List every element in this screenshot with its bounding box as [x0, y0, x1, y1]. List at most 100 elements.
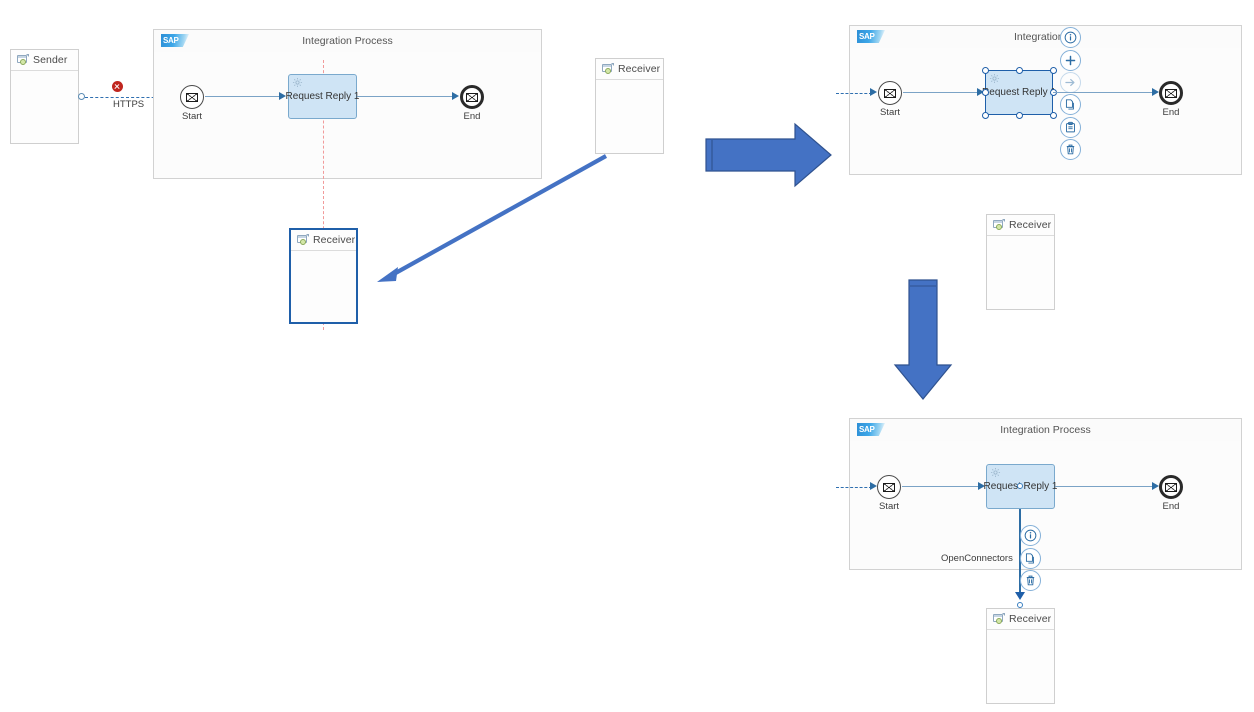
arrow-right-icon[interactable]: [1060, 72, 1081, 93]
message-end-event-icon: [466, 92, 478, 102]
request-reply-task-2[interactable]: Request Reply 1: [982, 70, 1056, 115]
receiver-participant-dragged[interactable]: Receiver: [289, 228, 358, 324]
sender-participant[interactable]: Sender: [10, 49, 79, 144]
plus-icon[interactable]: [1060, 50, 1081, 71]
sap-logo: SAP: [857, 423, 885, 436]
https-connector-label: HTTPS: [113, 99, 145, 110]
message-end-event-icon: [1165, 482, 1177, 492]
resize-handle-n[interactable]: [1016, 67, 1023, 74]
start-event-1[interactable]: [180, 85, 204, 109]
start-event-label-3: Start: [878, 501, 900, 512]
inbound-message-flow-stub-3[interactable]: [836, 487, 872, 488]
resize-handle-s[interactable]: [1016, 112, 1023, 119]
sap-logo-text: SAP: [163, 36, 179, 45]
end-event-label-2: End: [1162, 107, 1180, 118]
sequence-flow-arrowhead-6: [1152, 482, 1159, 490]
message-start-event-icon: [883, 482, 895, 492]
message-end-event-icon: [1165, 88, 1177, 98]
message-start-event-icon: [186, 92, 198, 102]
message-start-event-icon: [884, 88, 896, 98]
receiver-dragged-header: Receiver: [291, 230, 356, 251]
receiver-participant-source[interactable]: Receiver: [595, 58, 664, 154]
process-title-2: Integration Pr: [1013, 31, 1078, 43]
start-event-2[interactable]: [878, 81, 902, 105]
connection-anchor-top[interactable]: [1017, 483, 1023, 489]
participant-icon: [297, 234, 309, 245]
resize-handle-ne[interactable]: [1050, 67, 1057, 74]
request-reply-gear-icon: [292, 77, 303, 88]
receiver-participant-2[interactable]: Receiver: [986, 214, 1055, 310]
sequence-flow-arrowhead-5: [978, 482, 985, 490]
receiver-title-2: Receiver: [1009, 218, 1052, 231]
inbound-message-flow-stub-2[interactable]: [836, 93, 872, 94]
connection-anchor-bottom[interactable]: [1017, 602, 1023, 608]
info-icon[interactable]: [1060, 27, 1081, 48]
sequence-flow-start-task-3[interactable]: [902, 486, 980, 488]
request-reply-gear-icon: [989, 73, 1000, 84]
resize-handle-nw[interactable]: [982, 67, 989, 74]
sequence-flow-start-task-1[interactable]: [205, 96, 280, 98]
sequence-flow-arrowhead-3: [977, 88, 984, 96]
inbound-arrowhead-3: [870, 482, 877, 490]
receiver-dragged-title: Receiver: [313, 233, 356, 246]
paste-icon[interactable]: [1060, 117, 1081, 138]
request-reply-task-1[interactable]: Request Reply 1: [285, 74, 360, 119]
end-event-label-1: End: [463, 111, 481, 122]
process-header-1: SAP Integration Process: [154, 30, 541, 53]
receiver-title-3: Receiver: [1009, 612, 1052, 625]
sequence-flow-task-end-2[interactable]: [1053, 92, 1154, 94]
participant-icon: [993, 613, 1005, 624]
integration-process-pool-2[interactable]: SAP Integration Pr: [849, 25, 1242, 175]
trash-icon[interactable]: [1060, 139, 1081, 160]
copy-icon[interactable]: [1020, 548, 1041, 569]
sequence-flow-task-end-3[interactable]: [1055, 486, 1154, 488]
sap-logo: SAP: [857, 30, 885, 43]
end-event-2[interactable]: [1159, 81, 1183, 105]
trash-icon[interactable]: [1020, 570, 1041, 591]
resize-handle-se[interactable]: [1050, 112, 1057, 119]
receiver-header-3: Receiver: [987, 609, 1054, 630]
participant-icon: [993, 219, 1005, 230]
openconnectors-arrowhead: [1015, 592, 1025, 600]
process-title-1: Integration Process: [302, 35, 393, 47]
resize-handle-w[interactable]: [982, 89, 989, 96]
error-badge-icon[interactable]: [112, 81, 123, 92]
start-event-label-1: Start: [181, 111, 203, 122]
receiver-source-title: Receiver: [618, 62, 661, 75]
info-icon[interactable]: [1020, 525, 1041, 546]
sap-logo: SAP: [161, 34, 189, 47]
sequence-flow-arrowhead-4: [1152, 88, 1159, 96]
sequence-flow-arrowhead-1: [279, 92, 286, 100]
process-title-3: Integration Process: [1000, 424, 1091, 436]
sequence-flow-start-task-2[interactable]: [903, 92, 980, 94]
sender-header: Sender: [11, 50, 78, 71]
request-reply-gear-icon: [990, 467, 1001, 478]
sequence-flow-task-end-1[interactable]: [357, 96, 453, 98]
participant-icon: [602, 63, 614, 74]
end-event-1[interactable]: [460, 85, 484, 109]
copy-icon[interactable]: [1060, 94, 1081, 115]
sap-logo-text: SAP: [859, 425, 875, 434]
process-header-2: SAP Integration Pr: [850, 26, 1241, 49]
arrow-down-step2-to-step3: [893, 279, 953, 400]
alignment-guide-line: [323, 60, 324, 330]
openconnectors-label: OpenConnectors: [941, 553, 1013, 564]
receiver-source-header: Receiver: [596, 59, 663, 80]
start-event-3[interactable]: [877, 475, 901, 499]
request-reply-task-label-2: Request Reply 1: [982, 87, 1056, 98]
request-reply-task-label-1: Request Reply 1: [285, 91, 360, 102]
sap-logo-text: SAP: [859, 32, 875, 41]
message-flow-source-endpoint[interactable]: [78, 93, 85, 100]
openconnectors-message-flow[interactable]: [1019, 509, 1021, 595]
receiver-participant-3[interactable]: Receiver: [986, 608, 1055, 704]
end-event-3[interactable]: [1159, 475, 1183, 499]
sender-title: Sender: [33, 53, 68, 66]
start-event-label-2: Start: [879, 107, 901, 118]
https-message-flow[interactable]: [85, 97, 170, 98]
sequence-flow-arrowhead-2: [452, 92, 459, 100]
receiver-header-2: Receiver: [987, 215, 1054, 236]
process-header-3: SAP Integration Process: [850, 419, 1241, 442]
resize-handle-sw[interactable]: [982, 112, 989, 119]
inbound-arrowhead-2: [870, 88, 877, 96]
